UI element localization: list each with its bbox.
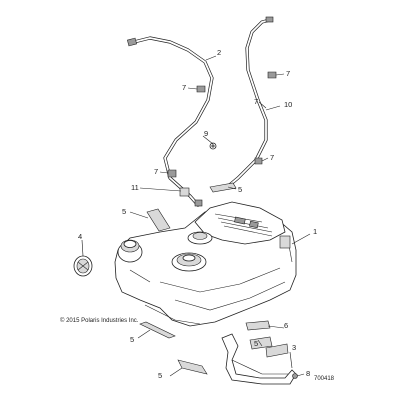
callout-5-left: 5 — [122, 207, 126, 216]
vent-tube-10 — [224, 16, 274, 190]
callout-5-bottom-left: 5 — [130, 335, 134, 344]
callout-7-left: 7 — [182, 83, 186, 92]
callout-6: 6 — [284, 321, 288, 330]
foam-pad-bottom — [177, 359, 208, 375]
callout-5-bottom: 5 — [158, 371, 162, 380]
screw — [292, 373, 298, 379]
callout-5-upper-right: 5 — [238, 185, 242, 194]
foam-pad-upper-right — [209, 182, 237, 193]
fuel-cap — [73, 255, 93, 277]
clip-right — [254, 157, 263, 165]
clip-left — [196, 85, 206, 93]
vent-tube-2 — [126, 36, 214, 207]
callout-7-mid-right: 7 — [254, 97, 258, 106]
callout-1: 1 — [313, 227, 317, 236]
callout-7-right: 7 — [270, 153, 274, 162]
callouts: 1 2 3 4 5 5 5 5 5 6 7 7 7 7 7 8 9 10 11 — [78, 48, 317, 380]
callout-8: 8 — [306, 369, 310, 378]
callout-10: 10 — [284, 100, 292, 109]
figure-id: 700418 — [314, 376, 335, 382]
retaining-strap — [221, 333, 297, 385]
callout-9: 9 — [204, 129, 208, 138]
rollover-valve — [179, 187, 203, 207]
callout-11: 11 — [131, 183, 139, 192]
copyright-text: © 2015 Polaris Industries Inc. — [60, 317, 139, 324]
callout-3: 3 — [292, 343, 296, 352]
callout-7-mid: 7 — [154, 167, 158, 176]
callout-4: 4 — [78, 232, 82, 241]
foam-pad-right-lower — [249, 336, 273, 350]
clip-mid — [167, 169, 177, 178]
foam-pad-right-upper — [245, 320, 271, 331]
leader-lines — [81, 55, 311, 377]
foam-pad-6 — [265, 343, 289, 358]
grommet — [209, 142, 217, 150]
fuel-tank — [114, 201, 297, 327]
foam-pad-bottom-left — [139, 321, 176, 339]
callout-7-upper-right: 7 — [286, 69, 290, 78]
callout-2: 2 — [217, 48, 221, 57]
callout-5-right: 5 — [254, 339, 258, 348]
foam-pad-left — [146, 208, 171, 232]
clip-upper-right — [267, 71, 277, 79]
